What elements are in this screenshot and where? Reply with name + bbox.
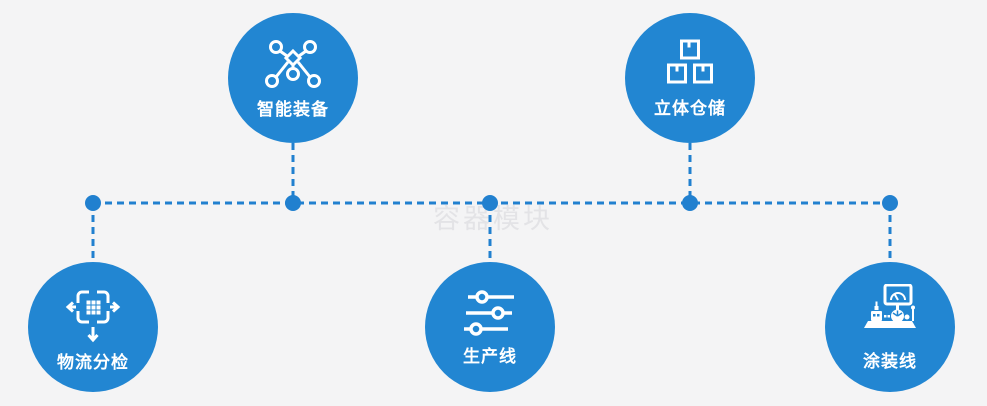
machine-monitor-icon: [864, 284, 916, 328]
node-coating-line[interactable]: 涂装线: [825, 262, 955, 392]
junction-dot: [882, 195, 898, 211]
node-label: 生产线: [463, 347, 517, 366]
node-production-line[interactable]: 生产线: [425, 262, 555, 392]
node-smart-equipment[interactable]: 智能装备: [228, 13, 358, 143]
junction-dot: [285, 195, 301, 211]
node-logistics-sorting[interactable]: 物流分检: [28, 262, 158, 392]
node-label: 涂装线: [863, 352, 917, 371]
node-label: 物流分检: [57, 353, 129, 372]
node-label: 智能装备: [257, 100, 329, 119]
junction-dot: [482, 195, 498, 211]
network-nodes-icon: [265, 40, 321, 88]
sliders-icon: [464, 290, 514, 336]
junction-dot: [682, 195, 698, 211]
sort-distribute-icon: [65, 290, 121, 343]
node-label: 立体仓储: [654, 99, 726, 118]
stacked-boxes-icon: [667, 39, 713, 84]
node-warehouse[interactable]: 立体仓储: [625, 13, 755, 143]
junction-dot: [85, 195, 101, 211]
